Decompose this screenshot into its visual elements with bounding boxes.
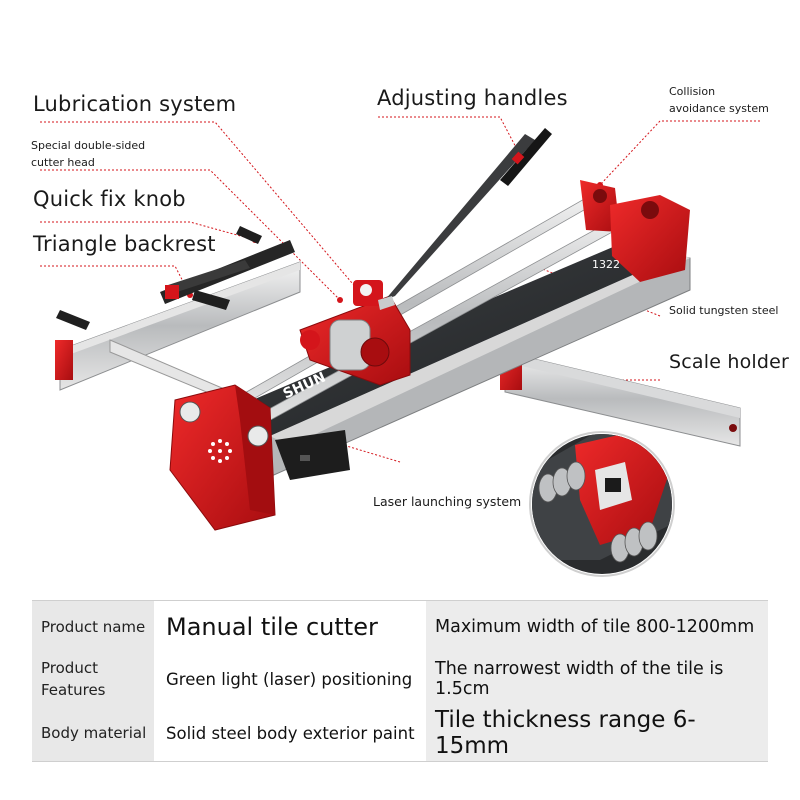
collision-bracket [580, 180, 690, 282]
product-illustration: Lubrication system Adjusting handles Col… [31, 85, 790, 577]
spec-value: Solid steel body exterior paint [154, 705, 426, 761]
spec-extra: Tile thickness range 6-15mm [426, 705, 768, 761]
spec-row: Product name Manual tile cutter Maximum … [32, 601, 768, 654]
callout-triangle-backrest: Triangle backrest [33, 232, 216, 256]
callout-solid-tungsten-steel: Solid tungsten steel [669, 304, 779, 317]
end-bracket [169, 384, 276, 531]
spec-extra: Maximum width of tile 800-1200mm [426, 601, 768, 653]
triangle-backrest [55, 226, 301, 391]
spec-label: Body material [32, 705, 154, 761]
spec-table: Product name Manual tile cutter Maximum … [32, 600, 768, 762]
callout-collision-avoidance: Collision avoidance system [669, 85, 769, 115]
laser-zoom-inset [529, 431, 675, 577]
tile-cutter-drawing [40, 116, 760, 577]
spec-extra: The narrowest width of the tile is 1.5cm [426, 653, 768, 705]
spec-label: Product Features [32, 653, 154, 705]
callout-scale-holder: Scale holder [669, 351, 790, 373]
spec-value: Manual tile cutter [154, 601, 426, 653]
spec-row: Product Features Green light (laser) pos… [32, 653, 768, 706]
callout-laser-launching-system: Laser launching system [373, 494, 522, 509]
length-mark: 1322 [592, 258, 620, 271]
logo-dot-grid [208, 439, 232, 463]
cutter-carriage [299, 280, 411, 386]
callout-quick-fix-knob: Quick fix knob [33, 187, 186, 211]
callout-lubrication-system: Lubrication system [33, 92, 237, 116]
spec-value: Green light (laser) positioning [154, 653, 426, 705]
callout-adjusting-handles: Adjusting handles [377, 86, 568, 110]
callout-cutter-head: Special double-sided cutter head [31, 139, 146, 169]
spec-label: Product name [32, 601, 154, 653]
spec-row: Body material Solid steel body exterior … [32, 705, 768, 761]
adjusting-handle [378, 128, 552, 310]
